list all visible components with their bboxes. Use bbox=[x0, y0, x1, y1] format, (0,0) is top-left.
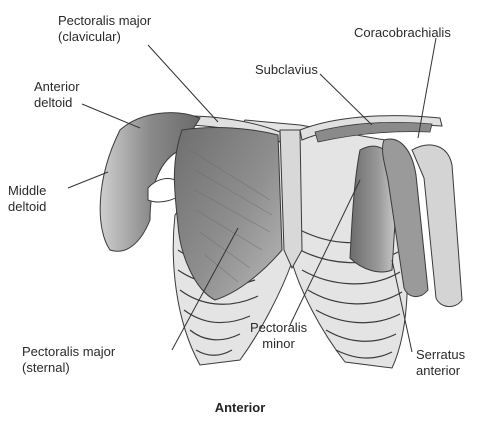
label-line: Subclavius bbox=[255, 62, 318, 78]
label-pectoralis-major-clavicular: Pectoralis major (clavicular) bbox=[58, 13, 151, 45]
label-line: deltoid bbox=[34, 95, 80, 111]
label-line: anterior bbox=[416, 363, 465, 379]
label-line: (clavicular) bbox=[58, 29, 151, 45]
label-pectoralis-minor: Pectoralis minor bbox=[250, 320, 307, 352]
label-line: Anterior bbox=[34, 79, 80, 95]
label-line: minor bbox=[250, 336, 307, 352]
label-line: Serratus bbox=[416, 347, 465, 363]
label-coracobrachialis: Coracobrachialis bbox=[354, 25, 451, 41]
label-line: Coracobrachialis bbox=[354, 25, 451, 41]
label-line: Pectoralis bbox=[250, 320, 307, 336]
label-line: Pectoralis major bbox=[58, 13, 151, 29]
label-subclavius: Subclavius bbox=[255, 62, 318, 78]
label-line: deltoid bbox=[8, 199, 46, 215]
label-line: Middle bbox=[8, 183, 46, 199]
label-serratus-anterior: Serratus anterior bbox=[416, 347, 465, 379]
label-line: (sternal) bbox=[22, 360, 115, 376]
figure-caption: Anterior bbox=[0, 400, 480, 415]
label-middle-deltoid: Middle deltoid bbox=[8, 183, 46, 215]
label-line: Pectoralis major bbox=[22, 344, 115, 360]
label-pectoralis-major-sternal: Pectoralis major (sternal) bbox=[22, 344, 115, 376]
label-anterior-deltoid: Anterior deltoid bbox=[34, 79, 80, 111]
